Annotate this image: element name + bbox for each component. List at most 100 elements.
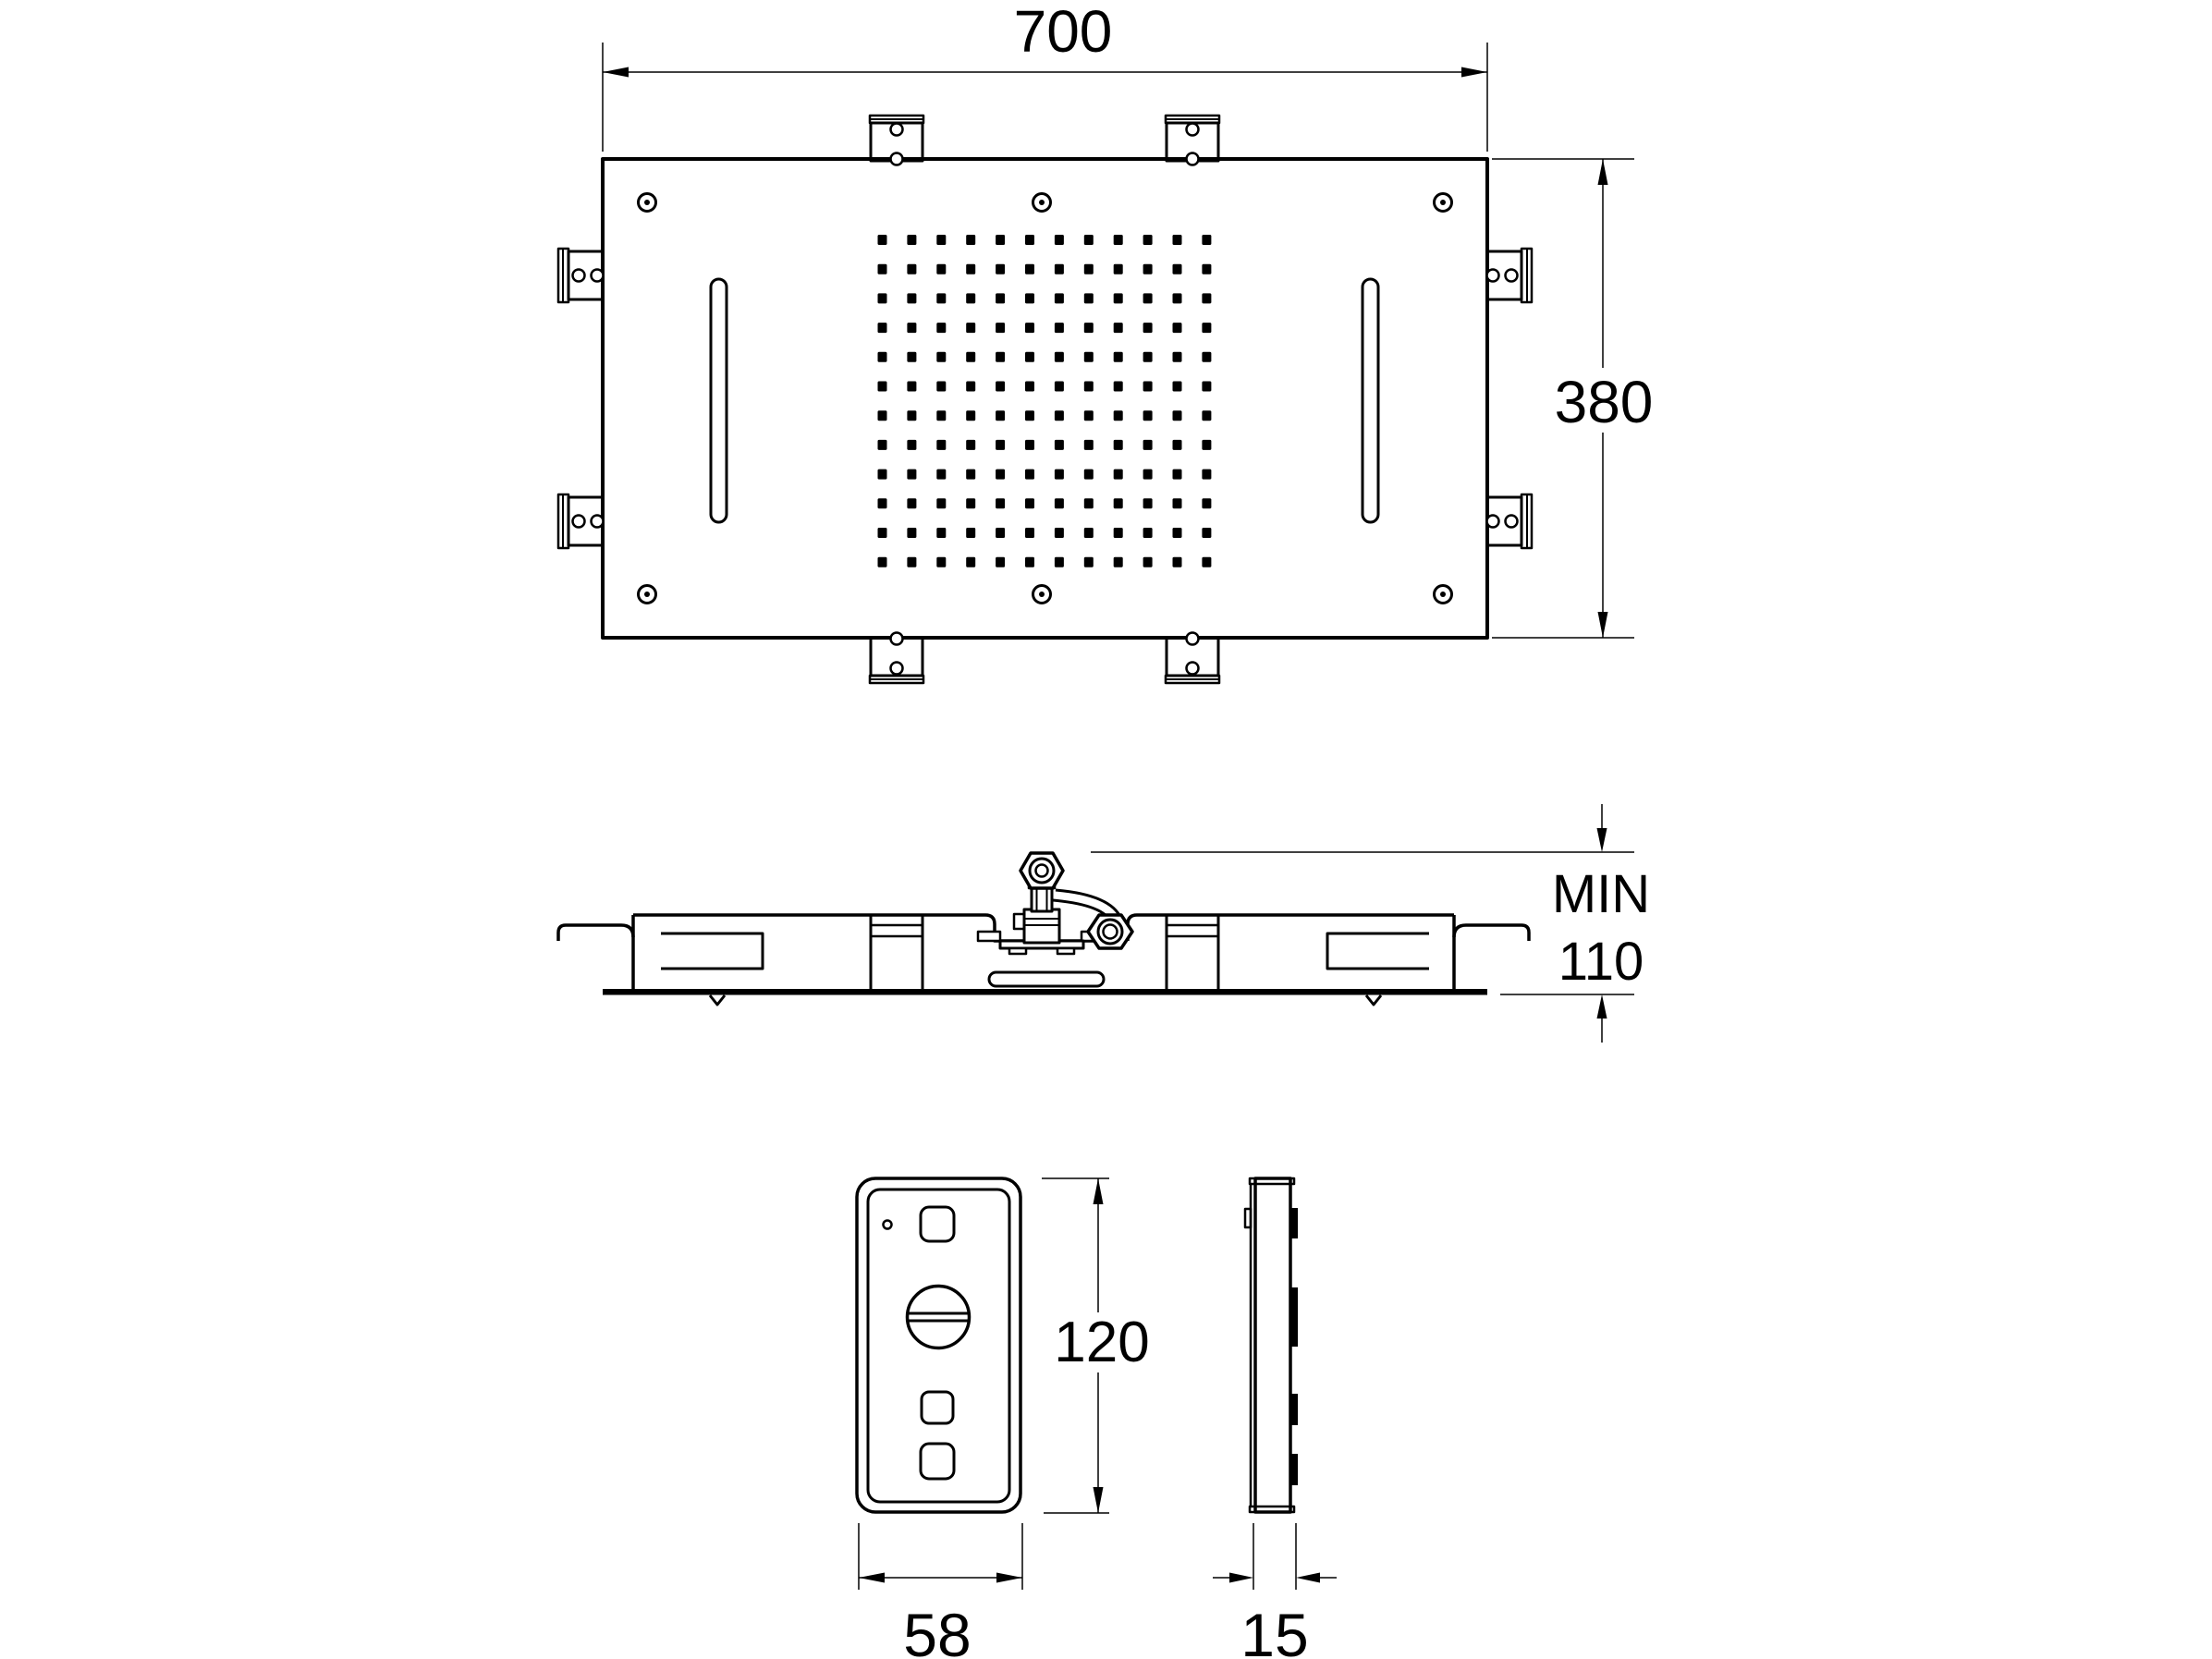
nozzle-dot — [1083, 556, 1094, 567]
right-light-slot — [1361, 277, 1380, 524]
nozzle-dot — [1143, 469, 1153, 480]
nozzle-dot — [936, 498, 947, 509]
nozzle-dot — [1083, 263, 1094, 274]
nozzle-dot — [966, 556, 976, 567]
nozzle-dot — [1143, 351, 1153, 362]
nozzle-dot — [1172, 351, 1182, 362]
middle-button — [920, 1390, 955, 1425]
nozzle-dot — [907, 439, 917, 450]
shower-plate-outline — [601, 157, 1489, 640]
nozzle-dot — [1025, 498, 1034, 509]
nozzle-dot — [966, 293, 976, 304]
dimension-380-label: 380 — [1555, 369, 1654, 435]
nozzle-dot — [1113, 351, 1123, 362]
nozzle-dot — [907, 351, 917, 362]
nozzle-dot — [1054, 410, 1064, 421]
nozzle-dot — [877, 263, 887, 274]
nozzle-dot — [1143, 381, 1153, 392]
nozzle-dot — [1025, 235, 1034, 245]
nozzle-dot — [996, 235, 1006, 245]
dimension-58: 58 — [858, 1523, 1023, 1659]
nozzle-dot — [1172, 439, 1182, 450]
left-ceiling-hook — [556, 923, 635, 941]
nozzle-dot — [1083, 323, 1094, 334]
nozzle-dot — [1172, 498, 1182, 509]
nozzle-dot — [1113, 323, 1123, 334]
nozzle-dot — [1054, 263, 1064, 274]
nozzle-dot — [907, 381, 917, 392]
nozzle-dot — [1054, 235, 1064, 245]
top-view: 700 380 — [556, 0, 1654, 685]
dimension-15-label: 15 — [1240, 1601, 1308, 1659]
bracket-holes — [571, 122, 1519, 676]
nozzle-dot — [1113, 410, 1123, 421]
dimension-700: 700 — [602, 0, 1488, 152]
nozzle-dot — [1025, 410, 1034, 421]
nozzle-dot — [1083, 235, 1094, 245]
nozzle-dot — [996, 323, 1006, 334]
nozzle-dot — [907, 263, 917, 274]
nozzle-dot — [1143, 556, 1153, 567]
nozzle-dot — [1113, 263, 1123, 274]
nozzle-dot — [1172, 556, 1182, 567]
nozzle-dot — [1113, 293, 1123, 304]
nozzle-dot — [936, 381, 947, 392]
nozzle-dot — [1025, 528, 1034, 538]
nozzle-dot — [1083, 498, 1094, 509]
nozzle-dot — [1143, 263, 1153, 274]
nozzle-dot — [936, 528, 947, 538]
nozzle-dot — [1143, 410, 1153, 421]
remote-side-button-tabs — [1290, 1208, 1298, 1485]
nozzle-dot — [966, 263, 976, 274]
nozzle-dot — [1202, 263, 1212, 274]
nozzle-dot — [966, 498, 976, 509]
nozzle-dot — [996, 556, 1006, 567]
dimension-380: 380 — [1492, 158, 1654, 639]
nozzle-dot — [1083, 351, 1094, 362]
nozzle-dot — [936, 410, 947, 421]
valve-body — [1012, 908, 1061, 945]
nozzle-dot — [936, 235, 947, 245]
nozzle-dot — [1054, 498, 1064, 509]
nozzle-dot — [907, 293, 917, 304]
nozzle-dot — [1025, 351, 1034, 362]
nozzle-dot — [966, 351, 976, 362]
nozzle-dot — [966, 235, 976, 245]
edge-bracket-left — [869, 915, 924, 989]
dimension-min-label: MIN — [1552, 864, 1650, 924]
nozzle-dot — [1113, 469, 1123, 480]
nozzle-dot — [1025, 381, 1034, 392]
nozzle-dot — [1202, 469, 1212, 480]
nozzle-dot — [1083, 528, 1094, 538]
nozzle-dot — [1025, 263, 1034, 274]
nozzle-dot — [1054, 323, 1064, 334]
remote-side-view: 15 — [1213, 1177, 1337, 1659]
bottom-plate — [603, 989, 1487, 995]
nozzle-dot — [936, 439, 947, 450]
nozzle-dot — [1054, 351, 1064, 362]
nozzle-dot — [1172, 381, 1182, 392]
nozzle-dot — [1172, 410, 1182, 421]
nozzle-dot — [1083, 469, 1094, 480]
nozzle-dot — [877, 351, 887, 362]
nozzle-dot — [1113, 439, 1123, 450]
nozzle-dot — [877, 528, 887, 538]
nozzle-dot — [936, 351, 947, 362]
nozzle-dot — [1143, 235, 1153, 245]
dimension-700-label: 700 — [1014, 0, 1113, 65]
dimension-120: 120 — [1042, 1177, 1150, 1514]
nozzle-dot — [877, 556, 887, 567]
led-indicator — [882, 1219, 893, 1230]
nozzle-dot — [1083, 410, 1094, 421]
nozzle-dot — [1025, 469, 1034, 480]
nozzle-dot — [996, 293, 1006, 304]
nozzle-dot — [966, 410, 976, 421]
nozzle-dot — [1202, 235, 1212, 245]
nozzle-dot — [1202, 556, 1212, 567]
nozzle-dot — [1083, 381, 1094, 392]
remote-outline — [855, 1177, 1022, 1514]
nozzle-dot — [1143, 528, 1153, 538]
left-spring-clip — [708, 994, 727, 1006]
nozzle-dot — [1143, 323, 1153, 334]
